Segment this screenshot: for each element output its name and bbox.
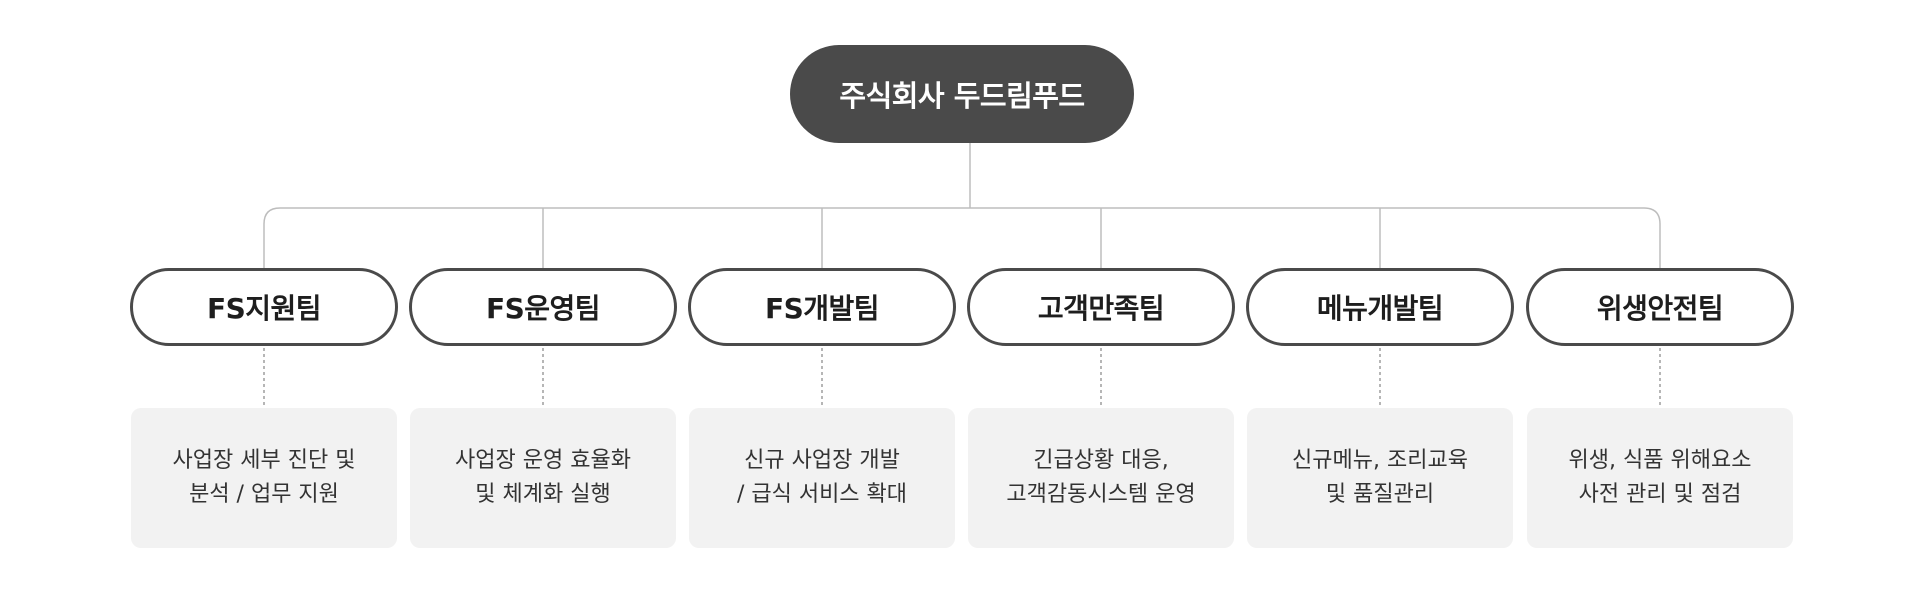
team-desc-fs-operation: 사업장 운영 효율화 및 체계화 실행 [410,408,676,548]
team-node-menu-development: 메뉴개발팀 [1246,268,1514,346]
desc-line: / 급식 서비스 확대 [736,482,908,507]
team-node-fs-operation: FS운영팀 [409,268,677,346]
desc-line: 신규메뉴, 조리교육 [1292,448,1468,473]
team-name: 메뉴개발팀 [1316,292,1444,325]
team-desc-fs-development: 신규 사업장 개발 / 급식 서비스 확대 [689,408,955,548]
desc-line: 사전 관리 및 점검 [1578,482,1742,507]
desc-line: 신규 사업장 개발 [744,448,900,473]
team-name: FS지원팀 [206,292,322,325]
team-node-hygiene-safety: 위생안전팀 [1526,268,1794,346]
company-name: 주식회사 두드림푸드 [839,79,1085,113]
desc-line: 고객감동시스템 운영 [1006,482,1196,507]
team-node-fs-support: FS지원팀 [130,268,398,346]
team-name: FS개발팀 [764,292,880,325]
team-name: FS운영팀 [485,292,601,325]
desc-line: 긴급상황 대응, [1033,448,1169,473]
team-desc-hygiene-safety: 위생, 식품 위해요소 사전 관리 및 점검 [1527,408,1793,548]
desc-line: 분석 / 업무 지원 [189,482,339,507]
team-node-customer-satisfaction: 고객만족팀 [967,268,1235,346]
desc-line: 사업장 운영 효율화 [455,448,631,473]
team-desc-menu-development: 신규메뉴, 조리교육 및 품질관리 [1247,408,1513,548]
team-desc-fs-support: 사업장 세부 진단 및 분석 / 업무 지원 [131,408,397,548]
team-desc-customer-satisfaction: 긴급상황 대응, 고객감동시스템 운영 [968,408,1234,548]
team-node-fs-development: FS개발팀 [688,268,956,346]
company-root-node: 주식회사 두드림푸드 [790,45,1134,143]
team-bus-line [263,207,1661,268]
desc-line: 위생, 식품 위해요소 [1568,448,1752,473]
team-name: 고객만족팀 [1037,292,1165,325]
desc-line: 및 체계화 실행 [475,482,611,507]
team-name: 위생안전팀 [1596,292,1724,325]
desc-line: 및 품질관리 [1325,482,1435,507]
desc-line: 사업장 세부 진단 및 [172,448,356,473]
